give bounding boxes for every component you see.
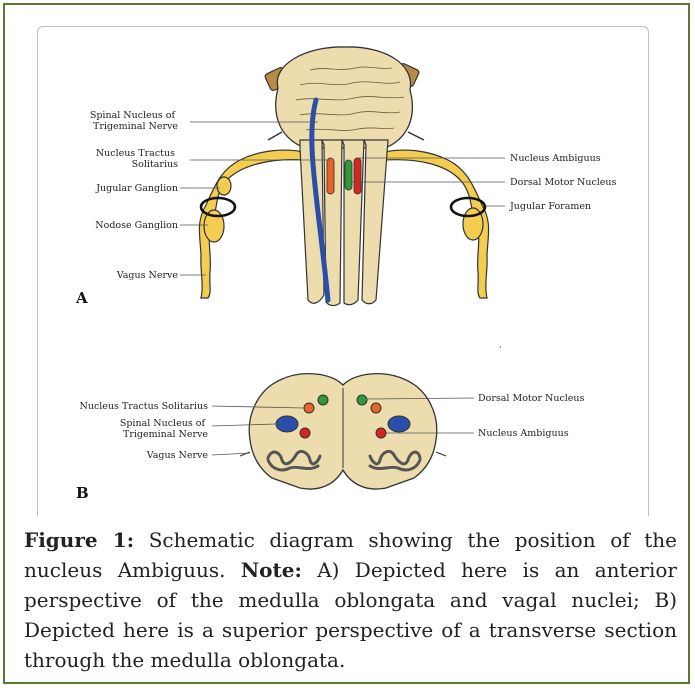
panel-b-illustration: [212, 374, 474, 489]
label-b-line: Trigeminal Nerve: [123, 429, 208, 440]
label-a-line: Solitarius: [132, 159, 178, 170]
label-a-spinal-trigeminal: Spinal Nucleus of Trigeminal Nerve: [90, 110, 179, 132]
label-b-nts: Nucleus Tractus Solitarius: [80, 401, 209, 412]
label-a-line: Spinal Nucleus of: [90, 110, 177, 121]
nucleus-ambiguus-a: [354, 158, 361, 194]
left-nucleus-ambiguus: [300, 428, 310, 438]
right-nucleus-tractus-solitarius: [371, 403, 381, 413]
label-a-dorsal-motor-nucleus: Dorsal Motor Nucleus: [510, 177, 617, 188]
panel-b-letter: B: [76, 484, 89, 502]
panel-a-illustration: [180, 47, 505, 306]
left-jugular-ganglion: [217, 177, 231, 195]
dorsal-motor-nucleus-a: [345, 160, 352, 190]
label-a-jugular-foramen: Jugular Foramen: [509, 201, 591, 212]
caption-figure-label: Figure 1:: [24, 528, 134, 552]
caption-note-label: Note:: [241, 558, 302, 582]
label-a-line: Nucleus Tractus: [96, 148, 175, 159]
nucleus-tractus-solitarius-a: [327, 158, 334, 194]
right-nucleus-ambiguus: [376, 428, 386, 438]
label-b-vagus-nerve: Vagus Nerve: [146, 450, 209, 461]
label-b-dorsal-motor-nucleus: Dorsal Motor Nucleus: [478, 393, 585, 404]
left-nucleus-tractus-solitarius: [304, 403, 314, 413]
right-spinal-trigeminal-nucleus: [388, 416, 410, 432]
medulla-diagram: Spinal Nucleus of Trigeminal Nerve Nucle…: [0, 0, 695, 520]
left-dorsal-motor-nucleus: [318, 395, 328, 405]
label-b-nucleus-ambiguus: Nucleus Ambiguus: [478, 428, 569, 439]
label-b-line: Spinal Nucleus of: [120, 418, 207, 429]
label-a-nucleus-ambiguus: Nucleus Ambiguus: [510, 153, 601, 164]
left-spinal-trigeminal-nucleus: [276, 416, 298, 432]
right-dorsal-motor-nucleus: [357, 395, 367, 405]
label-a-nts: Nucleus Tractus Solitarius: [96, 148, 178, 170]
label-b-spinal-trigeminal: Spinal Nucleus of Trigeminal Nerve: [120, 418, 209, 440]
label-a-jugular-ganglion: Jugular Ganglion: [95, 183, 178, 194]
panel-a-letter: A: [75, 289, 88, 307]
svg-text:’: ’: [499, 345, 502, 354]
label-a-nodose-ganglion: Nodose Ganglion: [95, 220, 178, 231]
label-a-vagus-nerve: Vagus Nerve: [116, 270, 179, 281]
label-a-line: Trigeminal Nerve: [93, 121, 178, 132]
figure-caption: Figure 1: Schematic diagram showing the …: [24, 525, 677, 675]
